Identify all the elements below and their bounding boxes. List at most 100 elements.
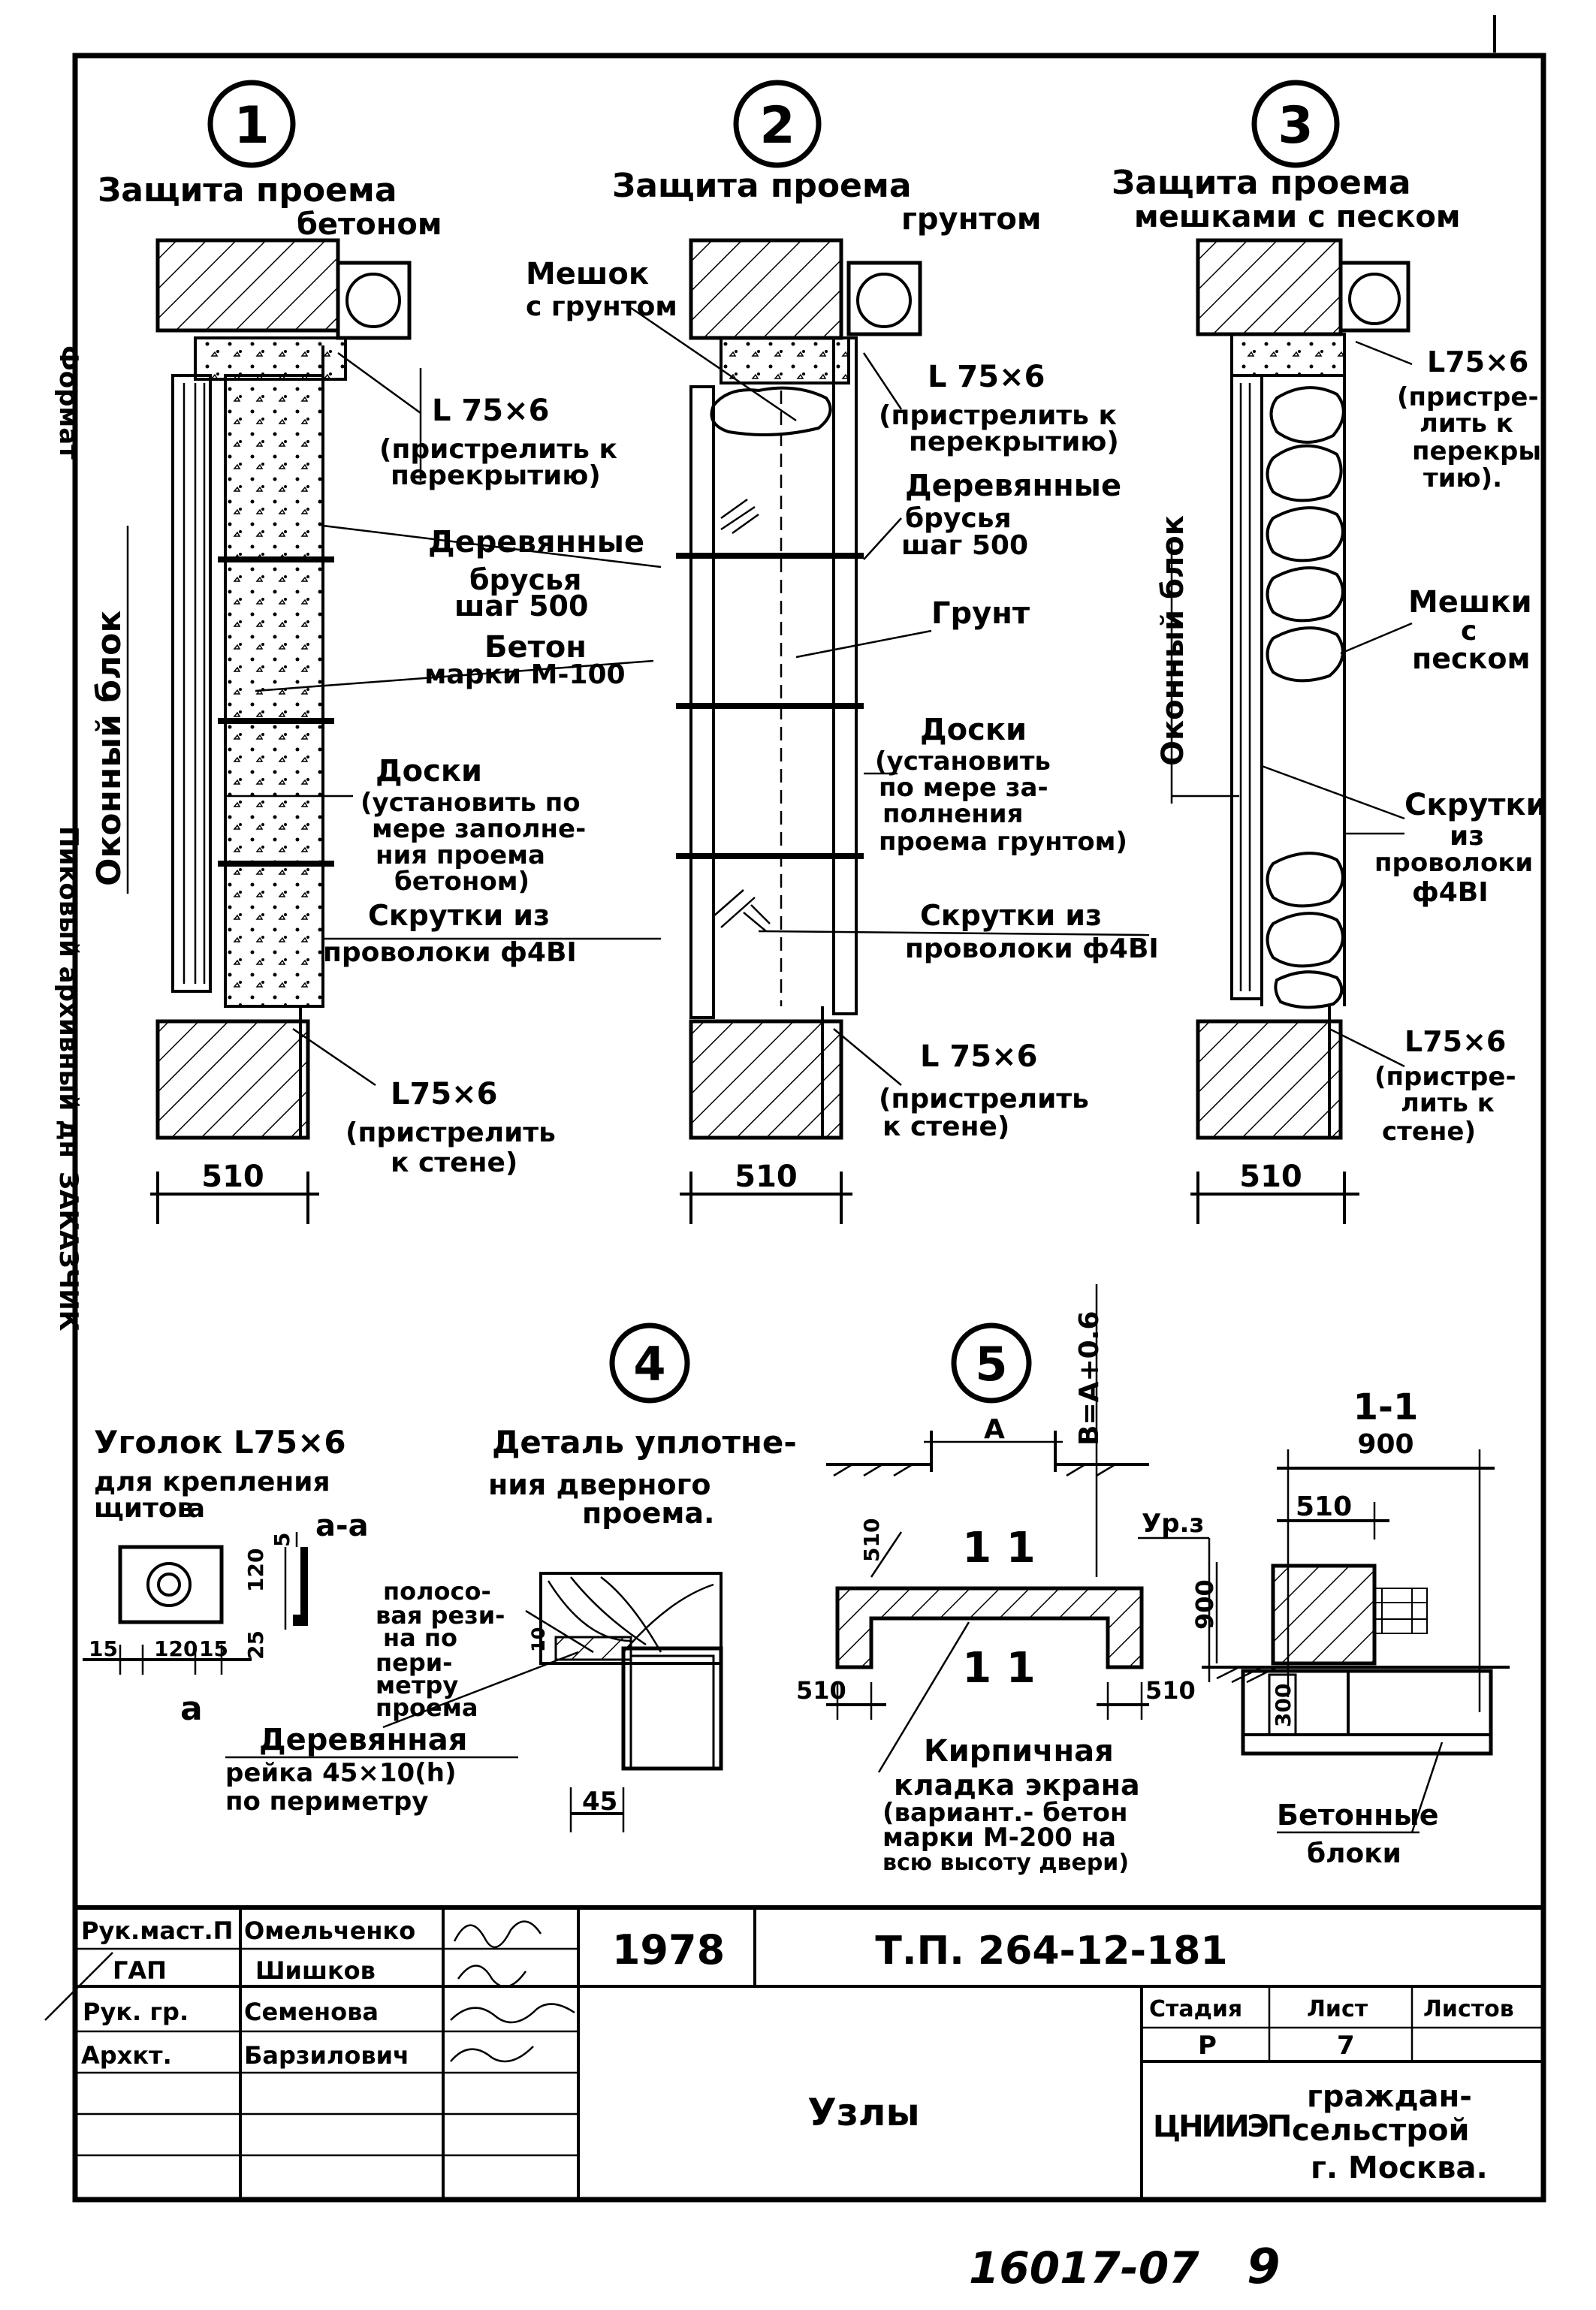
tb-sheet-header: Лист [1307, 1996, 1368, 2022]
node-3-wire-2: из [1450, 821, 1484, 852]
node-2-dim: 510 [735, 1160, 798, 1194]
node-4-marker [609, 1322, 690, 1404]
drawing-frame [72, 53, 1546, 2203]
node-3-title: Защита проема [1112, 164, 1411, 202]
tb-code: Т.П. 264-12-181 [875, 1929, 1227, 1974]
node-4-detail-2: ния дверного [488, 1468, 711, 1501]
node-4-d25: 25 [243, 1630, 268, 1660]
tb-name-1: Омельченко [244, 1916, 415, 1945]
tb-sheet-title: Узлы [807, 2091, 919, 2134]
tb-name-4: Барзилович [244, 2041, 409, 2070]
node-1-marker [207, 80, 296, 168]
node-4-detail-1: Деталь уплотне- [492, 1424, 797, 1461]
node-2-beams-2: брусья [905, 503, 1012, 534]
node-3-angle-bot-note2: лить к [1401, 1088, 1495, 1118]
node-2-wire-2: проволоки ф4ВI [905, 933, 1159, 964]
node-1-angle-bot-note1: (пристрелить [345, 1117, 556, 1148]
node-4-batten-1: Деревянная [259, 1723, 467, 1757]
node-2-angle-top: L 75×6 [928, 360, 1045, 394]
node-3-angle-top-note2: лить к [1420, 409, 1513, 439]
node-2-marker [733, 80, 822, 168]
node-3-angle-top: L75×6 [1427, 345, 1528, 378]
title-block: Рук.маст.П ГАП Рук. гр. Архкт. Омельченк… [44, 1905, 1543, 2200]
node-3-angle-top-note1: (пристре- [1397, 382, 1539, 412]
node-3-window-label: Оконный блок [1156, 515, 1190, 766]
section-blocks-2: блоки [1307, 1838, 1401, 1869]
tb-role-2: ГАП [113, 1956, 167, 1985]
node-1-boards-2: (установить по [361, 788, 581, 818]
node-3-angle-bot-note1: (пристре- [1374, 1062, 1516, 1092]
node-2-angle-bot-note1: (пристрелить [879, 1084, 1089, 1114]
node-4-number: 4 [633, 1337, 665, 1392]
tb-stage: Р [1198, 2031, 1217, 2061]
node-1-boards-5: бетоном) [394, 867, 529, 897]
tb-org-3: г. Москва. [1311, 2151, 1488, 2185]
signature-1 [453, 1920, 542, 1988]
node-5-brick-4: марки М-200 на [882, 1823, 1116, 1853]
section-d900v: 900 [1190, 1579, 1219, 1630]
section-d510: 510 [1296, 1491, 1352, 1522]
node-1-title: Защита проема [98, 171, 397, 210]
node-4-sec-a: а [188, 1494, 205, 1524]
node-5-brick-1: Кирпичная [924, 1734, 1114, 1769]
tb-role-4: Архкт. [81, 2041, 172, 2070]
node-1-beams-3: шаг 500 [454, 590, 588, 623]
node-1-concrete-2: марки М-100 [424, 659, 626, 690]
node-2-boards-5: проема грунтом) [879, 827, 1127, 857]
node-4-d120: 120 [154, 1636, 198, 1661]
node-5-b-formula: B=A+0.6 [1074, 1311, 1105, 1446]
node-2-title: Защита проема [612, 167, 912, 205]
node-1-number: 1 [234, 96, 269, 155]
node-1-angle-bot-note2: к стене) [391, 1147, 517, 1178]
node-5: 5 B=A+0.6 A 1 1 1 1 510 510 510 Кирпична… [796, 1284, 1196, 1876]
tb-name-2: Шишков [255, 1956, 376, 1985]
tb-org-1: граждан- [1307, 2079, 1472, 2114]
node-2-boards-2: (установить [875, 746, 1051, 777]
node-3-wire-1: Скрутки [1404, 788, 1547, 822]
tb-role-1: Рук.маст.П [81, 1916, 233, 1945]
node-4-rubber-3: на по [383, 1624, 457, 1652]
section-blocks-1: Бетонные [1277, 1799, 1439, 1832]
margin-text-middle: Пиковый архивный дн [53, 826, 83, 1158]
tb-org-2: сельстрой [1292, 2113, 1469, 2148]
node-3: 3 Защита проема мешками с песком 510 Око… [1112, 80, 1547, 1224]
node-2-angle-top-note2: перекрытию) [909, 427, 1119, 457]
node-1-beams-1: Деревянные [428, 525, 644, 559]
node-4-d120v: 120 [243, 1549, 268, 1592]
node-3-bags-2: с [1461, 616, 1477, 647]
node-3-subtitle: мешками с песком [1134, 200, 1461, 234]
node-2-boards-4: полнения [882, 799, 1023, 829]
node-5-number: 5 [975, 1337, 1007, 1392]
node-2-wire-1: Скрутки из [920, 899, 1102, 932]
node-2-bag-1: Мешок [526, 257, 649, 291]
node-1-angle-top-note2: перекрытию) [391, 460, 601, 491]
node-1-subtitle: бетоном [297, 207, 442, 242]
node-3-number: 3 [1278, 96, 1313, 155]
node-5-marker [951, 1322, 1032, 1404]
node-2-boards-3: по мере за- [879, 773, 1048, 803]
node-3-dim: 510 [1239, 1160, 1302, 1194]
node-5-d510-top: 510 [859, 1518, 884, 1562]
tb-org-logo: ЦНИИЭП [1153, 2109, 1290, 2144]
margin-text-bottom: ЗАКАЗЧИК [53, 1172, 83, 1331]
node-4-angle-title-2: для крепления [94, 1467, 330, 1497]
node-1-dim: 510 [201, 1160, 264, 1194]
node-2-boards-1: Доски [920, 713, 1027, 747]
node-1: 1 Защита проема бетоном 510 [90, 80, 662, 1224]
section-d300: 300 [1271, 1684, 1296, 1727]
node-4-detail-3: проема. [582, 1497, 714, 1530]
node-5-brick-2: кладка экрана [894, 1769, 1140, 1802]
node-1-concrete-1: Бетон [484, 630, 587, 665]
node-1-wire-1: Скрутки из [368, 899, 550, 932]
node-2-number: 2 [759, 96, 795, 155]
node-4-dim10: 10 [528, 1627, 549, 1652]
tb-sheet: 7 [1337, 2031, 1355, 2061]
node-4-d15b: 15 [199, 1636, 228, 1661]
footer-inventory: 16017-07 [969, 2242, 1199, 2293]
tb-role-3: Рук. гр. [83, 1998, 189, 2026]
node-4-a-label: а [180, 1690, 203, 1728]
node-4-rubber-1: полосо- [383, 1577, 491, 1606]
section-title: 1-1 [1353, 1386, 1419, 1428]
node-1-beams-2: брусья [469, 563, 581, 596]
